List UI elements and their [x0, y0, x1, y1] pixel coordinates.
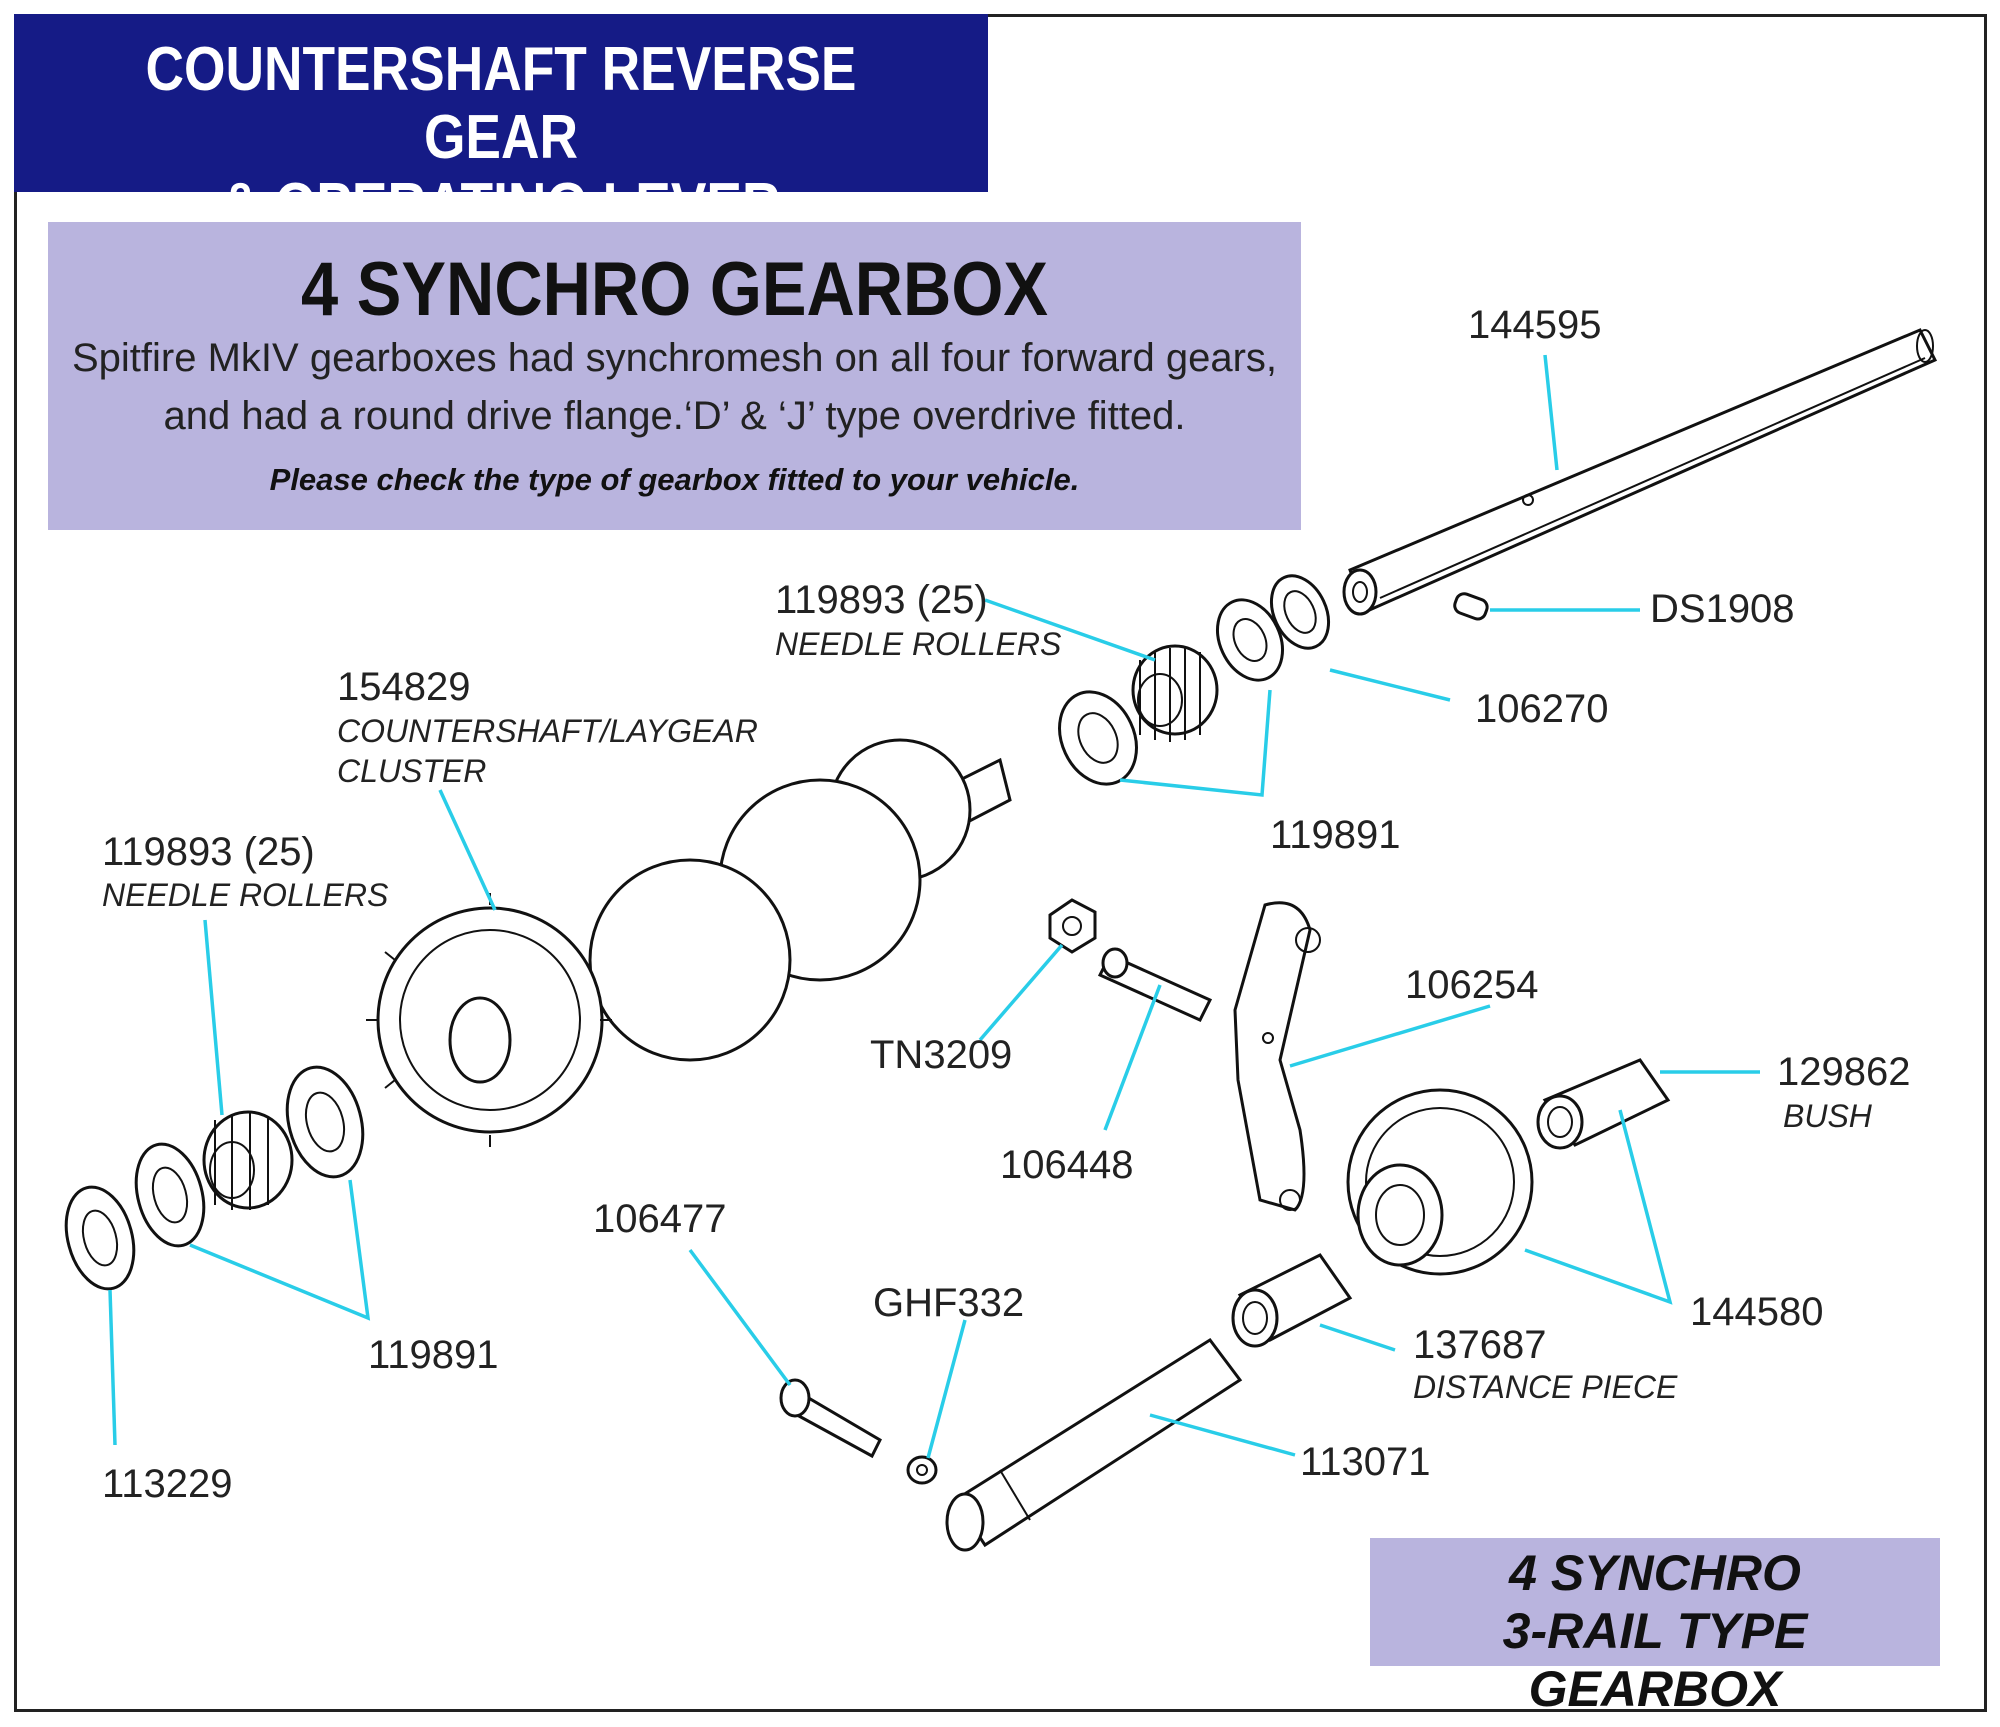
- label-119891-left: 119891: [368, 1333, 499, 1377]
- label-154829-desc-1: COUNTERSHAFT/LAYGEAR: [337, 713, 758, 749]
- label-144595: 144595: [1468, 303, 1601, 347]
- top-needle-rollers-drawing: [1131, 644, 1219, 742]
- left-thrust-washers-drawing: [64, 1065, 365, 1291]
- label-tn3209: TN3209: [870, 1033, 1012, 1077]
- leader-106254: [1289, 1004, 1491, 1068]
- label-154829-desc-2: CLUSTER: [337, 753, 486, 789]
- laygear-cluster-drawing: [366, 738, 1012, 1147]
- leader-144580: [1524, 1109, 1673, 1305]
- label-137687-desc: DISTANCE PIECE: [1413, 1369, 1678, 1405]
- reverse-gear-drawing: [1346, 1088, 1534, 1276]
- leader-144595: [1543, 354, 1559, 471]
- leader-lines: [108, 354, 1760, 1459]
- title-line-1: COUNTERSHAFT REVERSE GEAR: [145, 35, 857, 172]
- leader-113229: [108, 1289, 117, 1446]
- label-119891-top: 119891: [1270, 813, 1401, 857]
- leader-137687: [1319, 1323, 1396, 1352]
- label-129862-desc: BUSH: [1783, 1098, 1873, 1134]
- label-113229: 113229: [102, 1462, 233, 1506]
- label-154829: 154829: [337, 665, 470, 709]
- label-119893-top: 119893 (25): [775, 578, 988, 622]
- leader-119893-left: [203, 919, 224, 1116]
- info-heading: 4 SYNCHRO GEARBOX: [301, 247, 1048, 332]
- nut-drawing: [1048, 898, 1097, 954]
- leader-ghf332: [926, 1319, 967, 1459]
- label-106270: 106270: [1475, 687, 1608, 731]
- type-line-1: 4 SYNCHRO: [1509, 1545, 1801, 1601]
- label-144580: 144580: [1690, 1290, 1823, 1334]
- distance-piece-drawing: [1231, 1253, 1353, 1348]
- label-106477: 106477: [593, 1197, 726, 1241]
- leader-119891-left: [189, 1179, 371, 1321]
- info-line-2: and had a round drive flange.‘D’ & ‘J’ t…: [163, 394, 1186, 438]
- stud-drawing: [1097, 947, 1213, 1022]
- leader-106477: [688, 1248, 792, 1387]
- part-labels: 144595 119893 (25) NEEDLE ROLLERS DS1908…: [102, 303, 1910, 1506]
- bolt-drawing: [779, 1378, 882, 1459]
- label-113071: 113071: [1300, 1440, 1431, 1484]
- gearbox-info-panel: 4 SYNCHRO GEARBOX Spitfire MkIV gearboxe…: [48, 222, 1301, 530]
- gearbox-type-panel: 4 SYNCHRO 3-RAIL TYPE GEARBOX: [1370, 1538, 1940, 1717]
- label-129862: 129862: [1777, 1050, 1910, 1094]
- label-137687: 137687: [1413, 1323, 1546, 1367]
- countershaft-rod-drawing: [1342, 328, 1938, 616]
- info-note: Please check the type of gearbox fitted …: [269, 462, 1080, 497]
- type-line-2: 3-RAIL TYPE GEARBOX: [1502, 1603, 1808, 1717]
- label-119893-left-desc: NEEDLE ROLLERS: [102, 877, 388, 913]
- leader-119891-top: [1119, 689, 1272, 797]
- leader-154829: [438, 789, 497, 911]
- label-ghf332: GHF332: [873, 1281, 1024, 1325]
- leader-119893-top: [984, 598, 1156, 662]
- leader-106448: [1103, 984, 1162, 1131]
- top-thrust-washers-drawing: [1058, 574, 1331, 786]
- left-needle-rollers-drawing: [202, 1110, 294, 1210]
- label-106448: 106448: [1000, 1143, 1133, 1187]
- label-106254: 106254: [1405, 963, 1538, 1007]
- label-ds1908: DS1908: [1650, 587, 1795, 631]
- bush-drawing: [1536, 1058, 1671, 1150]
- leader-106270: [1329, 668, 1451, 702]
- washer-drawing: [906, 1455, 938, 1485]
- reverse-shaft-drawing: [945, 1337, 1243, 1552]
- operating-lever-drawing: [1233, 901, 1321, 1212]
- dowel-pin-drawing: [1453, 592, 1489, 621]
- label-119893-left: 119893 (25): [102, 830, 315, 874]
- label-119893-top-desc: NEEDLE ROLLERS: [775, 626, 1061, 662]
- diagram-frame: [14, 14, 1987, 1712]
- leader-tn3209: [978, 943, 1064, 1042]
- info-line-1: Spitfire MkIV gearboxes had synchromesh …: [71, 336, 1278, 380]
- leader-113071: [1149, 1413, 1296, 1457]
